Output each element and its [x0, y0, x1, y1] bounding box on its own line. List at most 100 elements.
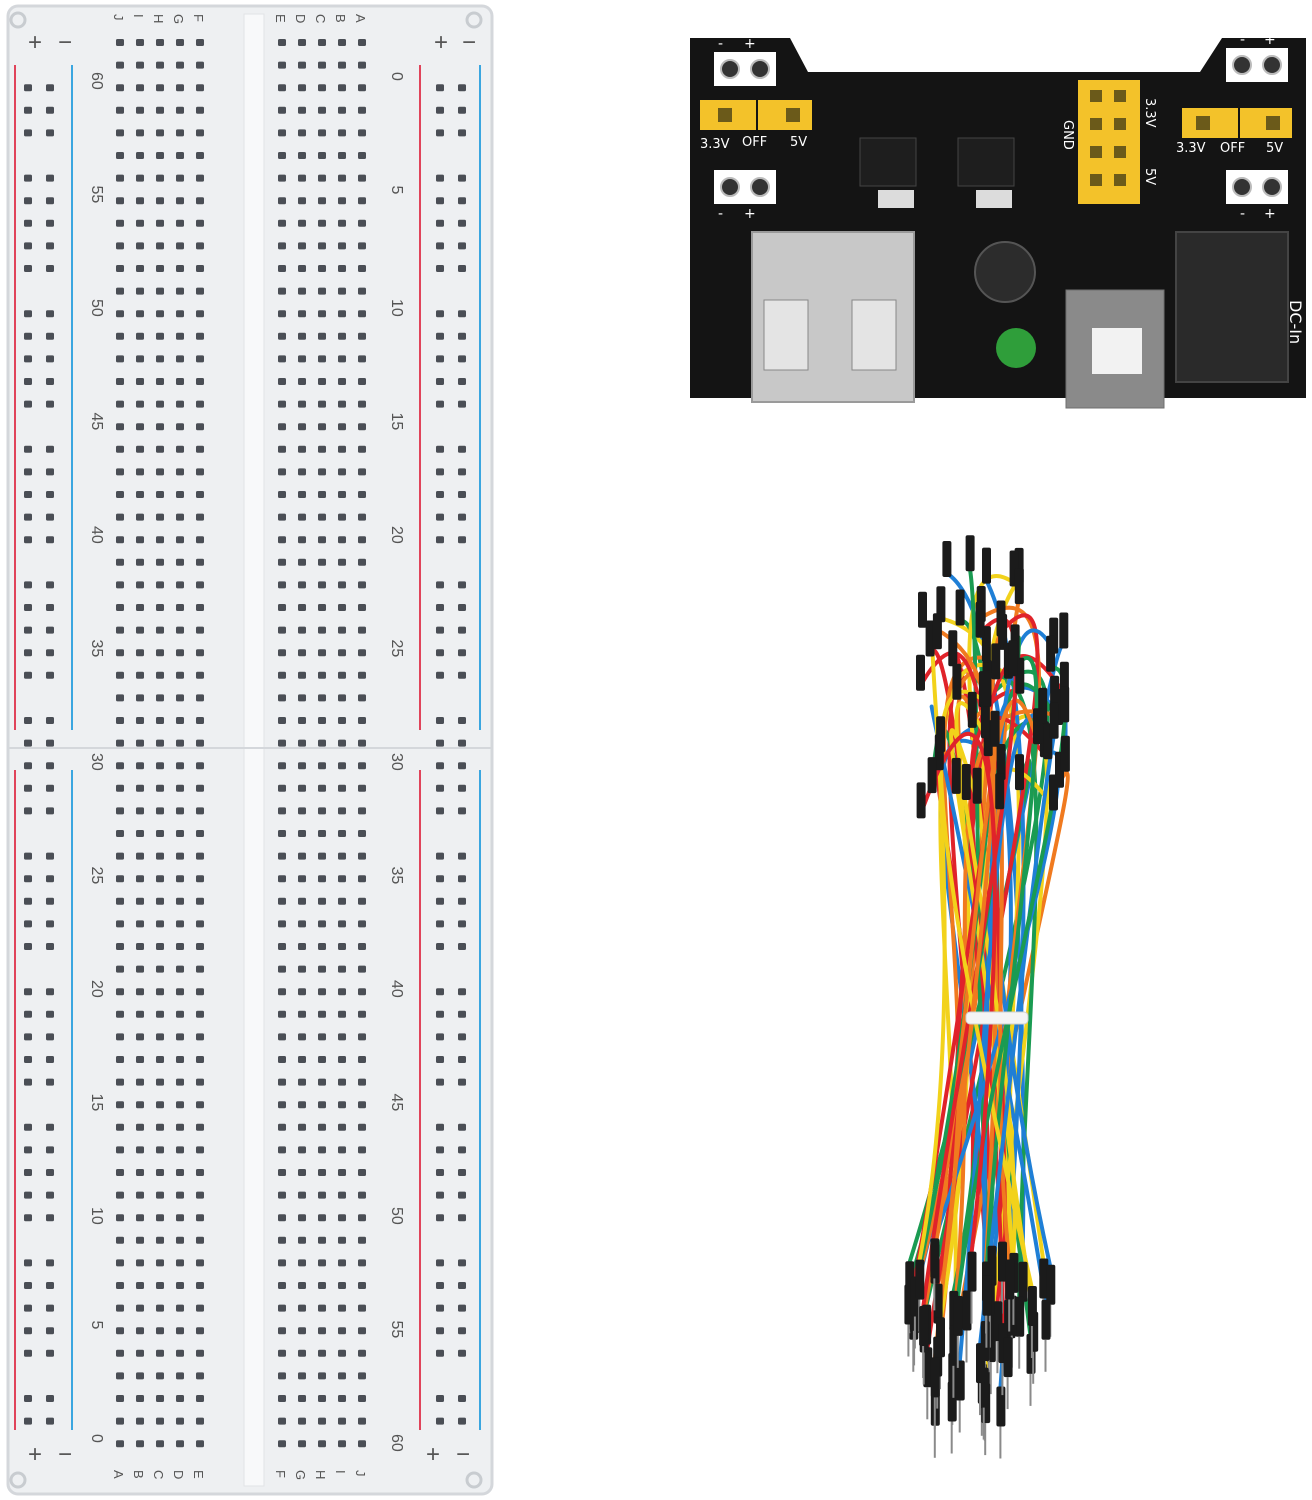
breadboard-hole [196, 1327, 204, 1335]
breadboard-hole [278, 1056, 286, 1063]
wire-connector [1046, 1264, 1056, 1305]
breadboard-hole [318, 649, 326, 657]
breadboard-hole [116, 717, 124, 724]
breadboard-hole [116, 1191, 124, 1199]
breadboard-hole [298, 378, 306, 385]
breadboard-hole [338, 920, 346, 928]
breadboard-hole [176, 852, 184, 860]
breadboard-hole [278, 1078, 286, 1086]
rail-hole [458, 1327, 466, 1335]
breadboard-hole [116, 852, 124, 860]
row-number-label: 60 [388, 1434, 405, 1452]
breadboard-hole [338, 1259, 346, 1267]
rail-hole [46, 1146, 54, 1154]
breadboard-hole [338, 649, 346, 657]
breadboard-hole [156, 310, 164, 318]
rail-hole [458, 920, 466, 928]
row-number-label: 35 [388, 867, 405, 885]
breadboard-hole [196, 694, 204, 702]
wire-connector [990, 710, 1000, 747]
wire-connector [932, 613, 942, 650]
breadboard-hole [116, 1056, 124, 1063]
wire-connector [1041, 1299, 1051, 1340]
wire-connector [1008, 640, 1018, 677]
breadboard-hole [176, 1395, 184, 1402]
breadboard-hole [116, 671, 124, 679]
label-5v-header: 5V [1142, 168, 1157, 185]
breadboard-hole [358, 129, 366, 137]
breadboard-hole [136, 536, 144, 544]
breadboard-hole [298, 265, 306, 272]
pin [1262, 177, 1282, 197]
rail-hole [436, 310, 444, 318]
breadboard-hole [116, 581, 124, 589]
breadboard-hole [116, 626, 124, 634]
breadboard-hole [196, 1282, 204, 1289]
breadboard-hole [136, 694, 144, 702]
breadboard-hole [156, 1169, 164, 1176]
rail-hole [46, 378, 54, 385]
breadboard-hole [298, 1395, 306, 1402]
rail-hole [46, 1191, 54, 1199]
wire-connector [967, 691, 977, 728]
breadboard-hole [298, 174, 306, 182]
rail-hole [436, 84, 444, 92]
row-number-label: 0 [388, 72, 405, 81]
label-dc-in: DC-In [1286, 300, 1305, 344]
breadboard-hole [176, 694, 184, 702]
breadboard-hole [156, 920, 164, 928]
rail-hole [24, 1191, 32, 1199]
breadboard-hole [196, 1349, 204, 1357]
wire-connector [1049, 702, 1059, 739]
rail-hole [24, 943, 32, 950]
breadboard-hole [196, 129, 204, 137]
breadboard-hole [196, 830, 204, 837]
rail-hole [458, 1349, 466, 1357]
breadboard-hole [318, 536, 326, 544]
breadboard-hole [136, 1282, 144, 1289]
breadboard-hole [156, 400, 164, 408]
breadboard-hole [278, 1214, 286, 1222]
breadboard-hole [318, 1236, 326, 1244]
breadboard-hole [176, 875, 184, 883]
label-minus: - [718, 36, 723, 52]
column-letter-label: E [191, 1470, 206, 1479]
breadboard-hole [358, 197, 366, 205]
breadboard-hole [136, 1440, 144, 1448]
cable-tie [965, 1011, 1029, 1025]
rail-hole [46, 604, 54, 611]
breadboard-hole [278, 784, 286, 792]
wire-connector [961, 764, 971, 800]
breadboard-hole [338, 400, 346, 408]
row-number-label: 20 [388, 526, 405, 544]
rail-hole [46, 1282, 54, 1289]
breadboard-hole [298, 1010, 306, 1018]
breadboard-hole [318, 1056, 326, 1063]
breadboard-hole [358, 1327, 366, 1335]
breadboard-hole [338, 287, 346, 295]
wire-connector [948, 630, 958, 667]
breadboard-hole [318, 219, 326, 227]
breadboard-hole [136, 671, 144, 679]
breadboard-hole [156, 943, 164, 950]
breadboard-hole [318, 852, 326, 860]
breadboard-hole [136, 1010, 144, 1018]
breadboard-hole [358, 1123, 366, 1131]
breadboard-hole [136, 852, 144, 860]
breadboard-hole [278, 378, 286, 385]
breadboard-hole [196, 784, 204, 792]
breadboard-hole [136, 1417, 144, 1425]
breadboard-hole [358, 1282, 366, 1289]
rail-hole [458, 897, 466, 905]
column-letter-label: H [151, 14, 166, 23]
rail-hole [24, 852, 32, 860]
breadboard-hole [278, 1372, 286, 1380]
breadboard-hole [338, 1282, 346, 1289]
breadboard-hole [176, 242, 184, 250]
breadboard-hole [298, 1440, 306, 1448]
wire-connector [952, 663, 962, 700]
breadboard-hole [338, 762, 346, 770]
breadboard-hole [176, 1349, 184, 1357]
column-letter-label: B [333, 14, 348, 23]
rail-hole [436, 1327, 444, 1335]
